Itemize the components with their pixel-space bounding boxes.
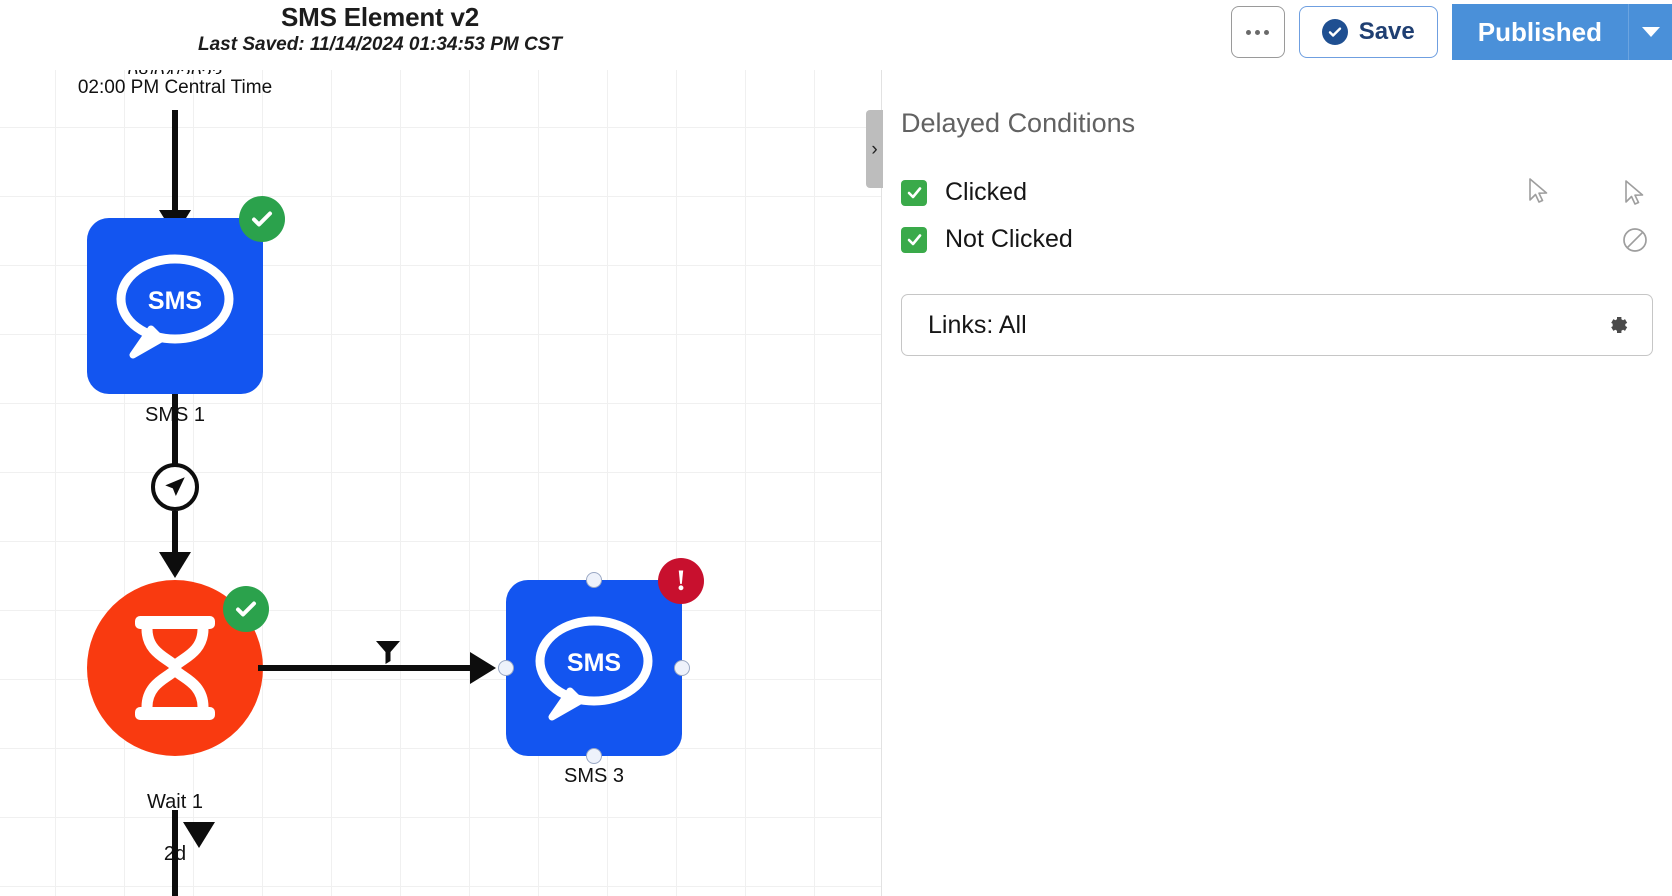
workflow-canvas[interactable]: 08/04/2023 02:00 PM Central Time SMS SMS…	[0, 70, 882, 896]
check-icon	[252, 211, 272, 227]
status-badge-success	[223, 586, 269, 632]
schedule-start-label: 08/04/2023 02:00 PM Central Time	[44, 70, 306, 102]
sms-bubble-icon: SMS	[535, 616, 653, 721]
panel-collapse-toggle[interactable]: ›	[866, 110, 883, 188]
check-icon	[907, 187, 921, 199]
cursor-click-icon	[1620, 178, 1650, 208]
publish-button-label: Published	[1477, 16, 1602, 47]
checkbox-clicked[interactable]	[901, 179, 927, 206]
arrow-head-next	[183, 822, 215, 848]
node-sms-3[interactable]: SMS !	[498, 558, 704, 764]
publish-split-button: Published	[1451, 4, 1672, 60]
properties-panel: › Delayed Conditions Clicked Not Clicked…	[866, 70, 1672, 896]
page-title: SMS Element v2	[280, 2, 480, 32]
gear-icon[interactable]	[1602, 310, 1632, 340]
resize-handle-right[interactable]	[674, 660, 690, 676]
svg-text:SMS: SMS	[148, 287, 202, 315]
status-badge-success	[239, 196, 285, 242]
save-button[interactable]: Save	[1298, 6, 1438, 58]
header-actions: Save Published	[1230, 4, 1672, 60]
last-saved-text: Last Saved: 11/14/2024 01:34:53 PM CST	[197, 34, 562, 55]
schedule-time: 02:00 PM Central Time	[77, 77, 273, 98]
check-icon	[907, 234, 921, 246]
checkbox-not-clicked[interactable]	[901, 226, 927, 253]
sms-node-box[interactable]: SMS	[506, 580, 682, 756]
check-icon	[236, 601, 256, 617]
node-sms-1[interactable]: SMS	[87, 196, 285, 394]
more-options-button[interactable]	[1230, 6, 1285, 58]
hourglass-icon	[135, 616, 215, 720]
resize-handle-bottom[interactable]	[586, 748, 602, 764]
ellipsis-icon	[1246, 29, 1270, 35]
sms-bubble-icon: SMS	[116, 254, 234, 359]
edge-start-to-sms1	[172, 110, 178, 220]
edge-sms1-to-wait1-upper	[172, 394, 178, 464]
condition-label-clicked: Clicked	[945, 178, 1027, 206]
chevron-right-icon: ›	[871, 138, 878, 160]
send-icon	[165, 477, 185, 496]
mouse-pointer-icon	[1528, 178, 1550, 211]
condition-row-clicked[interactable]: Clicked	[901, 178, 1027, 207]
node-label-sms-3: SMS 3	[563, 765, 625, 787]
links-select-value: Links: All	[928, 310, 1027, 339]
wait-node-name: Wait 1	[147, 791, 203, 813]
publish-button[interactable]: Published	[1451, 4, 1628, 60]
schedule-date: 08/04/2023	[44, 70, 306, 74]
arrow-head-sms3	[470, 652, 496, 684]
sms-node-box[interactable]: SMS	[87, 218, 263, 394]
app-header: SMS Element v2 Last Saved: 11/14/2024 01…	[0, 0, 1672, 70]
resize-handle-top[interactable]	[586, 572, 602, 588]
send-icon-node[interactable]	[151, 463, 199, 511]
save-button-label: Save	[1358, 18, 1415, 45]
edge-wait1-to-sms3	[258, 665, 490, 671]
chevron-down-icon	[1641, 27, 1660, 37]
condition-label-not-clicked: Not Clicked	[945, 225, 1073, 253]
edge-wait1-to-next	[172, 810, 178, 896]
filter-icon	[376, 641, 400, 664]
check-circle-icon	[1321, 19, 1348, 45]
edge-sms1-to-wait1-lower	[172, 511, 178, 555]
publish-dropdown-button[interactable]	[1628, 4, 1672, 60]
condition-row-not-clicked[interactable]: Not Clicked	[901, 225, 1073, 254]
no-click-icon	[1620, 225, 1650, 255]
filter-icon-node[interactable]	[373, 636, 403, 671]
status-badge-error: !	[658, 558, 704, 604]
arrow-head-wait1	[159, 552, 191, 578]
node-wait-1[interactable]	[87, 580, 269, 756]
links-select[interactable]: Links: All	[901, 294, 1653, 356]
resize-handle-left[interactable]	[498, 660, 514, 676]
panel-title: Delayed Conditions	[901, 108, 1136, 138]
header-titles: SMS Element v2 Last Saved: 11/14/2024 01…	[0, 2, 760, 58]
svg-text:SMS: SMS	[567, 649, 621, 677]
